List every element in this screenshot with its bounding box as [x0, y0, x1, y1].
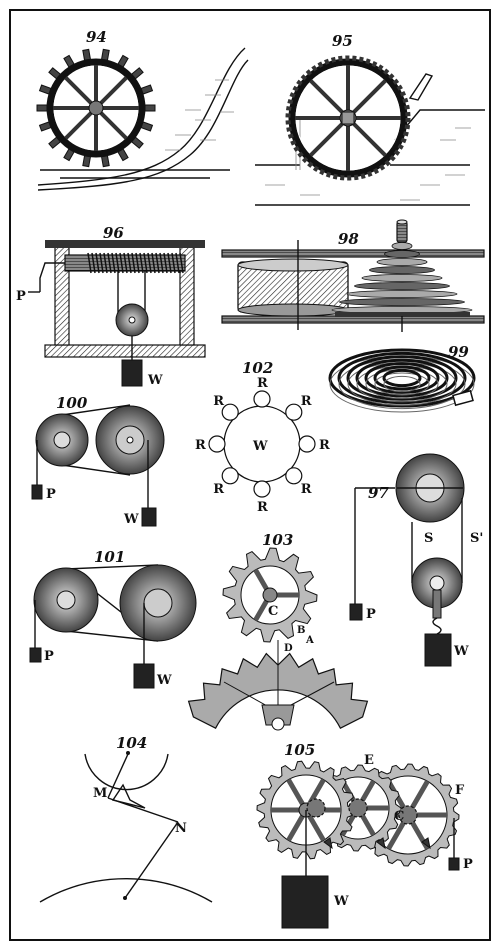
paddle — [100, 155, 110, 168]
roller — [253, 390, 271, 408]
plate-border — [9, 9, 491, 941]
label-r: R — [213, 482, 224, 497]
crown-wheel — [222, 547, 318, 643]
label-w: W — [252, 439, 268, 454]
label-r: R — [195, 438, 206, 453]
figure-99-spring: 99 — [328, 343, 476, 413]
label-a: A — [305, 635, 314, 646]
pinion — [398, 805, 418, 825]
figure-number-102: 102 — [242, 359, 273, 377]
figure-number-104: 104 — [116, 734, 147, 752]
roller — [285, 467, 303, 485]
figure-number-94: 94 — [86, 28, 107, 46]
figure-96-windlass: 96 P W — [16, 224, 206, 388]
label-p: P — [463, 857, 473, 872]
label-m: M — [93, 786, 107, 801]
label-w: W — [453, 644, 469, 659]
figure-number-95: 95 — [332, 32, 353, 50]
figure-number-103: 103 — [262, 531, 293, 549]
figure-103-escapement: 103 C B A D — [187, 531, 369, 731]
pinion — [306, 798, 326, 818]
label-f: F — [455, 783, 465, 798]
label-r: R — [257, 376, 268, 391]
figure-95-overshot-wheel: 95 — [255, 32, 485, 206]
figure-102-rollers: 102 R R R R R R R R W — [195, 359, 330, 515]
roller — [221, 467, 239, 485]
roller — [298, 435, 316, 453]
label-r: R — [301, 394, 312, 409]
paddle — [36, 104, 48, 112]
figure-number-105: 105 — [284, 741, 315, 759]
label-s: S — [424, 531, 433, 546]
figure-100-pulleys: 100 P W — [31, 394, 165, 527]
label-r: R — [301, 482, 312, 497]
label-c: C — [268, 604, 278, 619]
label-b: B — [297, 625, 305, 636]
figure-98-fusee: 98 — [221, 219, 485, 332]
paddle — [82, 48, 92, 61]
figure-number-98: 98 — [338, 230, 359, 248]
label-e: E — [364, 753, 374, 768]
water-wheel-94 — [46, 58, 146, 158]
figure-number-96: 96 — [103, 224, 124, 242]
label-w: W — [333, 894, 349, 909]
label-p: P — [46, 487, 56, 502]
label-p: P — [16, 289, 26, 304]
label-p: P — [44, 649, 54, 664]
figure-97-pulley-block: 97 S S' W P — [349, 453, 483, 667]
label-r: R — [257, 500, 268, 515]
label-p: P — [366, 607, 376, 622]
label-n: N — [175, 821, 187, 836]
paddle — [82, 155, 92, 168]
roller — [221, 403, 239, 421]
label-c: C — [394, 809, 404, 824]
label-w: W — [147, 373, 163, 388]
figure-94-water-wheel: 94 — [36, 28, 249, 191]
label-r: R — [213, 394, 224, 409]
figure-104-geometry: 104 M N — [39, 734, 213, 903]
roller — [253, 480, 271, 498]
label-s-prime: S' — [470, 531, 483, 546]
paddle — [144, 104, 156, 112]
figure-101-pulleys: 101 P W — [29, 548, 197, 689]
figure-number-101: 101 — [94, 548, 125, 566]
label-d: D — [284, 643, 293, 654]
figure-number-100: 100 — [56, 394, 88, 412]
label-r: R — [319, 438, 330, 453]
figure-105-gear-train: 105 E F C P W — [256, 741, 473, 929]
figure-number-97: 97 — [368, 484, 389, 502]
figure-number-99: 99 — [448, 343, 469, 361]
roller — [208, 435, 226, 453]
pinion — [348, 798, 368, 818]
label-w: W — [123, 512, 139, 527]
label-w: W — [156, 673, 172, 688]
roller — [285, 403, 303, 421]
paddle — [100, 48, 110, 61]
